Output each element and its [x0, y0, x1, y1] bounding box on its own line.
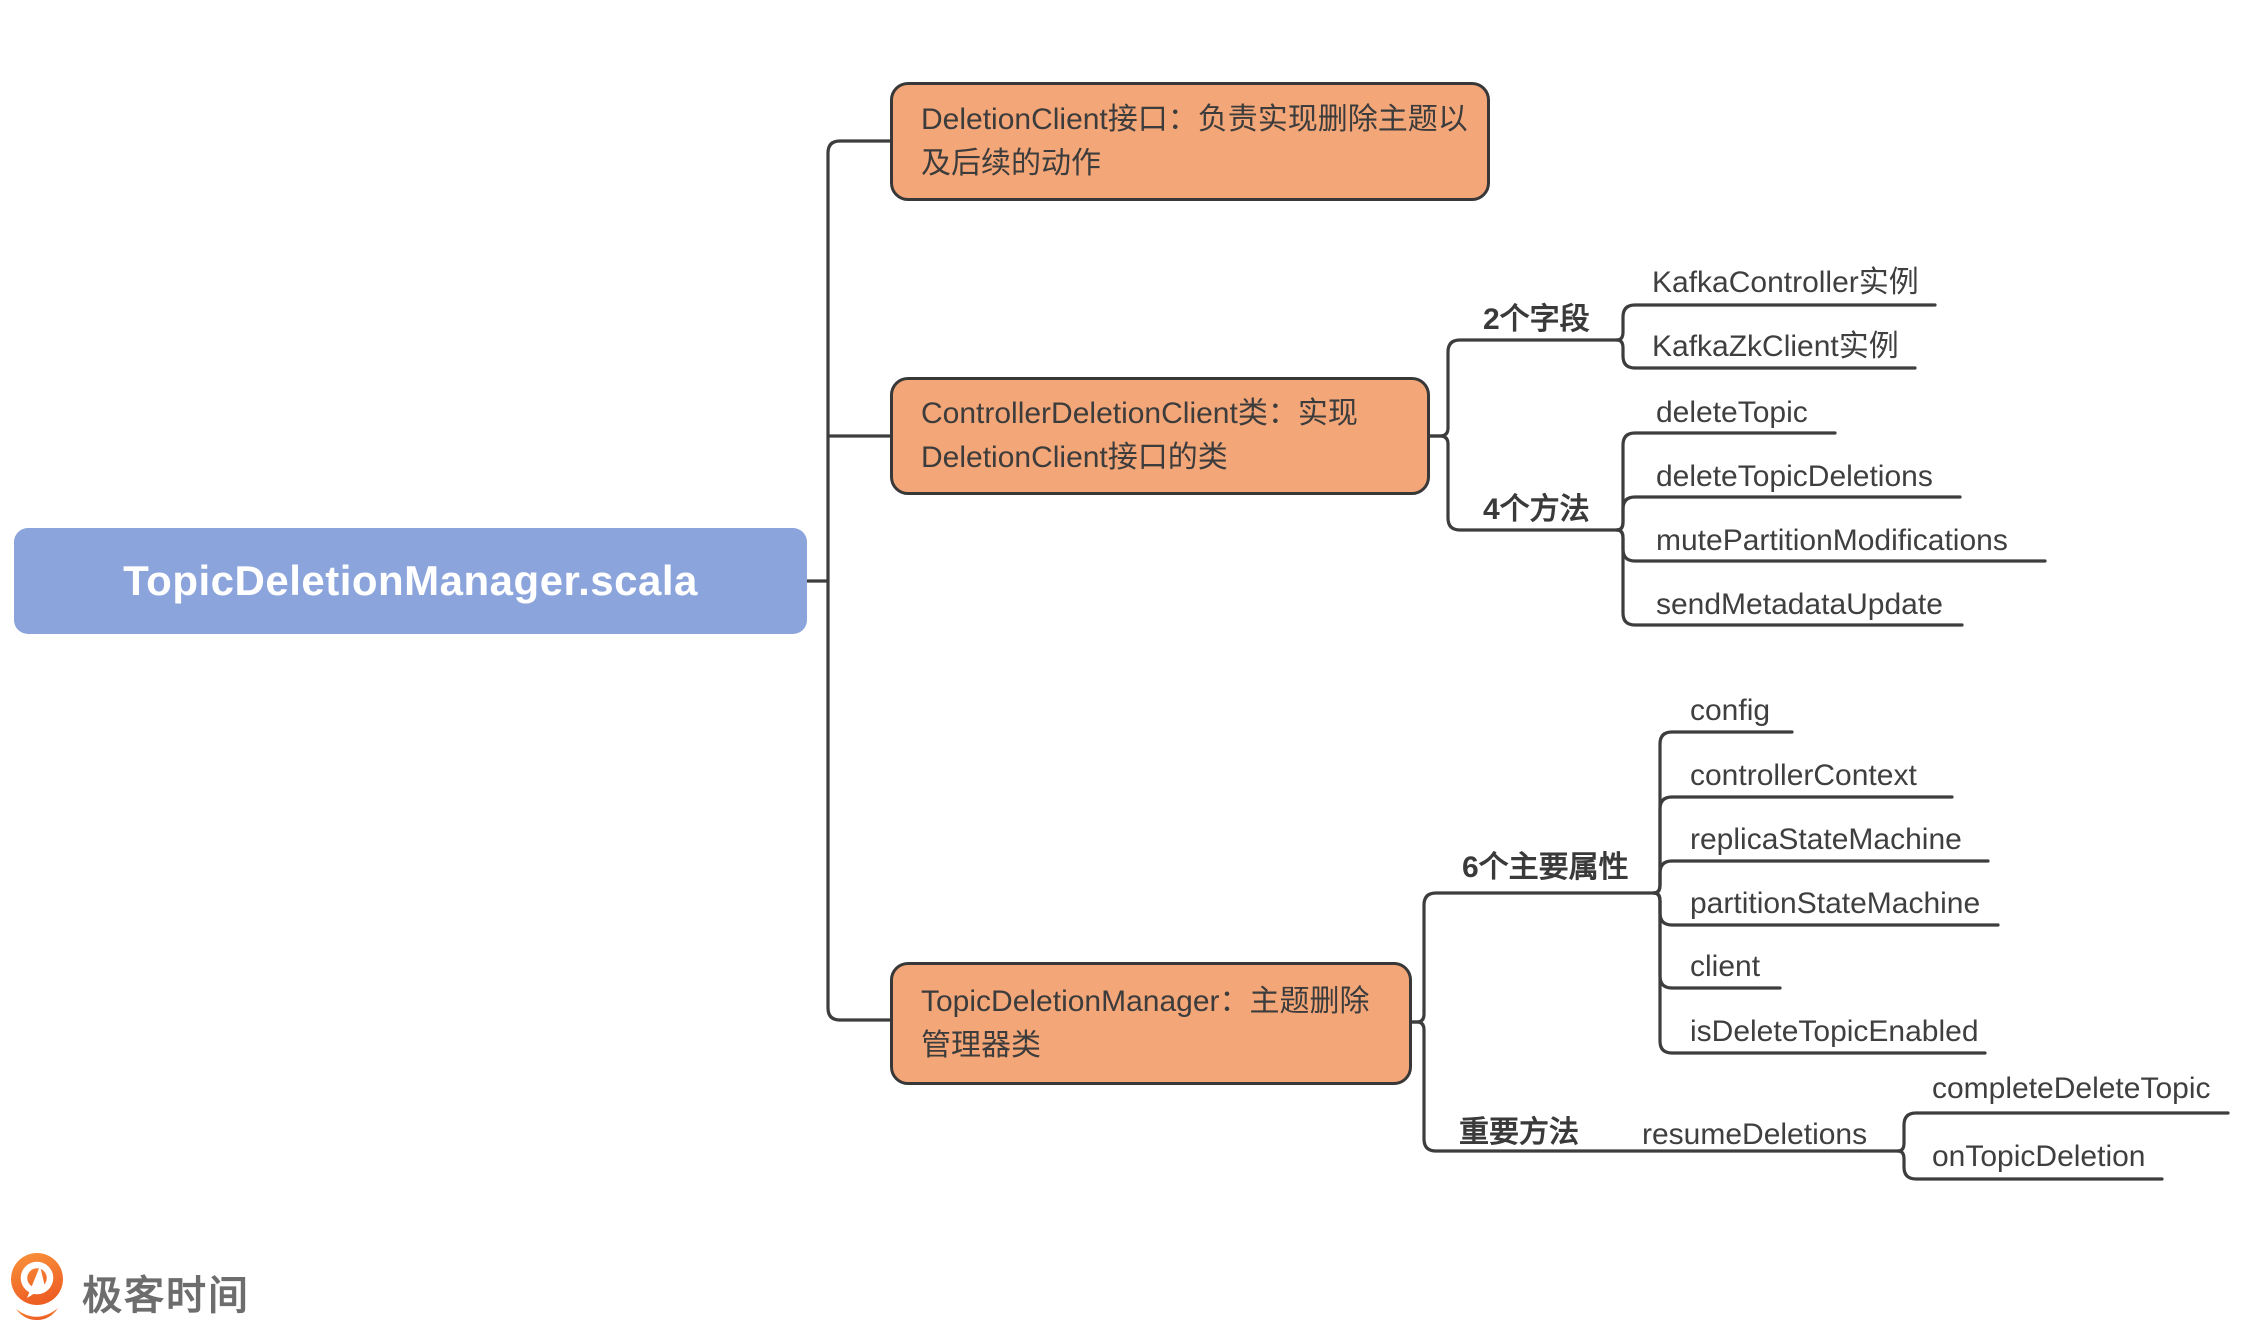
leaf-client: client [1690, 950, 1761, 983]
group-label-4-methods: 4个方法 [1483, 493, 1590, 526]
leaf-kafkacontroller-instance: KafkaController实例 [1652, 266, 1919, 299]
branch-label: TopicDeletionManager：主题删除管理器类 [921, 984, 1370, 1062]
branch-controllerdeletionclient-class: ControllerDeletionClient类：实现DeletionClie… [890, 377, 1430, 495]
leaf-deletetopic: deleteTopic [1656, 396, 1808, 429]
leaf-resumedeletions: resumeDeletions [1642, 1118, 1868, 1151]
leaf-replicastatemachine: replicaStateMachine [1690, 823, 1962, 856]
leaf-ontopicdeletion: onTopicDeletion [1932, 1140, 2146, 1173]
root-topic: TopicDeletionManager.scala [14, 528, 807, 634]
geektime-logo-icon [11, 1253, 63, 1320]
leaf-deletetopicdeletions: deleteTopicDeletions [1656, 460, 1933, 493]
leaf-isdeletetopicenabled: isDeleteTopicEnabled [1690, 1015, 1979, 1048]
geektime-logo-text: 极客时间 [82, 1274, 250, 1318]
branch-topicdeletionmanager-class: TopicDeletionManager：主题删除管理器类 [890, 962, 1412, 1085]
group-label-6-attributes: 6个主要属性 [1462, 851, 1629, 884]
leaf-completedeletetopic: completeDeleteTopic [1932, 1072, 2211, 1105]
leaf-controllercontext: controllerContext [1690, 759, 1917, 792]
leaf-mutepartitionmodifications: mutePartitionModifications [1656, 524, 2008, 557]
branch-label: ControllerDeletionClient类：实现DeletionClie… [921, 397, 1358, 474]
leaf-kafkazkclient-instance: KafkaZkClient实例 [1652, 330, 1899, 363]
leaf-config: config [1690, 694, 1771, 727]
branch-deletionclient-interface: DeletionClient接口：负责实现删除主题以及后续的动作 [890, 82, 1490, 201]
geektime-logo: 极客时间 [10, 1252, 250, 1326]
leaf-sendmetadataupdate: sendMetadataUpdate [1656, 588, 1943, 621]
leaf-partitionstatemachine: partitionStateMachine [1690, 887, 1981, 920]
group-label-2-fields: 2个字段 [1483, 303, 1590, 336]
group-label-important-methods: 重要方法 [1459, 1116, 1579, 1149]
branch-label: DeletionClient接口：负责实现删除主题以及后续的动作 [921, 102, 1468, 180]
